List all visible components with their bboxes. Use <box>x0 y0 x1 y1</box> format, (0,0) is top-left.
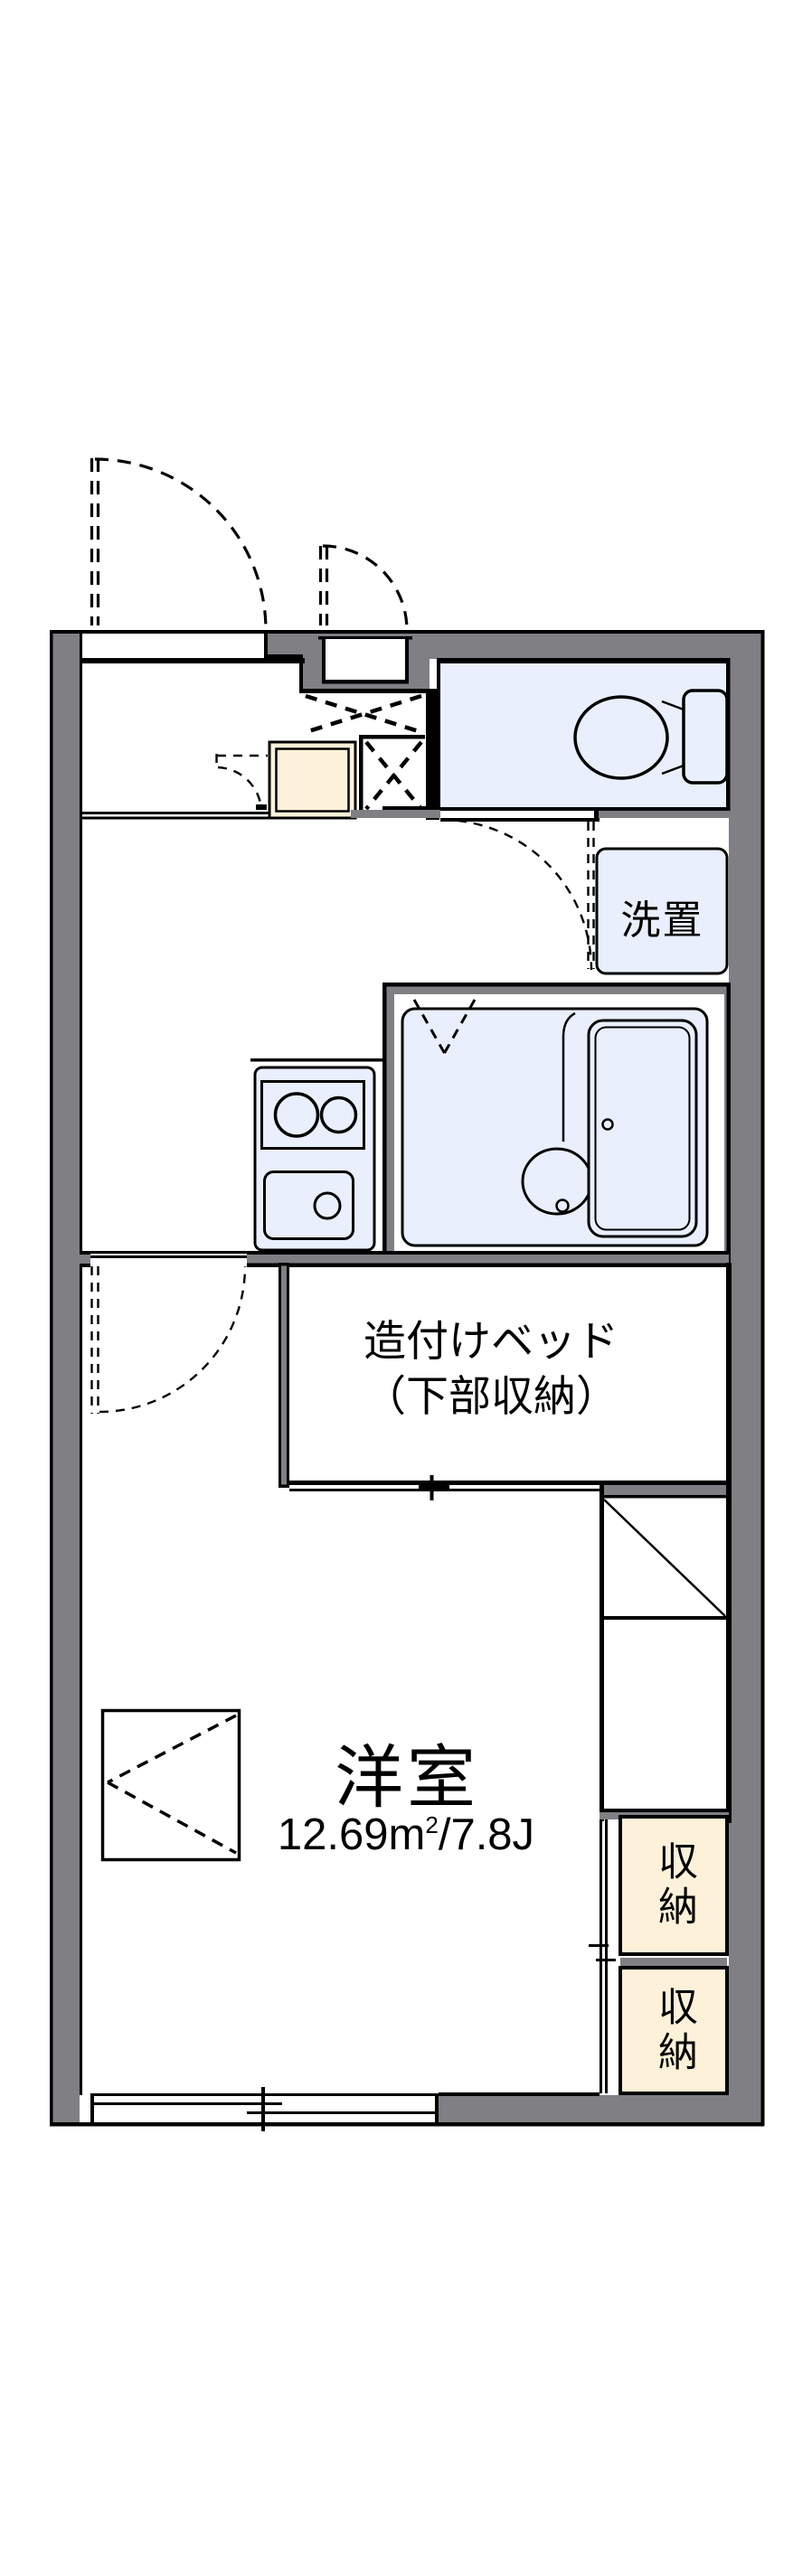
outer-walls <box>50 630 765 2127</box>
closet-upper-label: 収納 <box>652 1840 696 1931</box>
genkan <box>82 689 439 820</box>
sink <box>263 1170 354 1240</box>
bed-label-line2: （下部収納） <box>364 1372 618 1420</box>
bathtub <box>587 1019 698 1238</box>
burner-left <box>273 1092 320 1138</box>
room-area: 12.69m2/7.8J <box>277 1810 535 1859</box>
toilet-icon <box>573 689 729 785</box>
storage-closets <box>589 1815 729 2095</box>
south-window <box>90 2087 600 2131</box>
burner-right <box>319 1095 358 1134</box>
room-title: 洋室 <box>335 1740 479 1817</box>
toilet-window-arc <box>318 544 409 631</box>
bed-label-line1: 造付けベッド <box>364 1317 618 1365</box>
washroom <box>440 818 729 975</box>
washer-space <box>595 847 729 975</box>
window-box <box>100 1708 241 1862</box>
room-door <box>80 1251 729 1414</box>
bed-label: 造付けベッド （下部収納） <box>283 1313 699 1424</box>
washer-label: 洗置 <box>620 898 704 943</box>
closet-upper <box>618 1815 729 1956</box>
stove <box>260 1080 365 1150</box>
closet-lower <box>618 1966 729 2095</box>
closet-lower-label: 収納 <box>652 1985 696 2076</box>
kitchen <box>250 1058 382 1252</box>
bathroom <box>382 982 731 1267</box>
toilet-room <box>437 663 729 811</box>
entrance-door-arc <box>90 457 268 631</box>
sink-drain <box>313 1191 342 1220</box>
